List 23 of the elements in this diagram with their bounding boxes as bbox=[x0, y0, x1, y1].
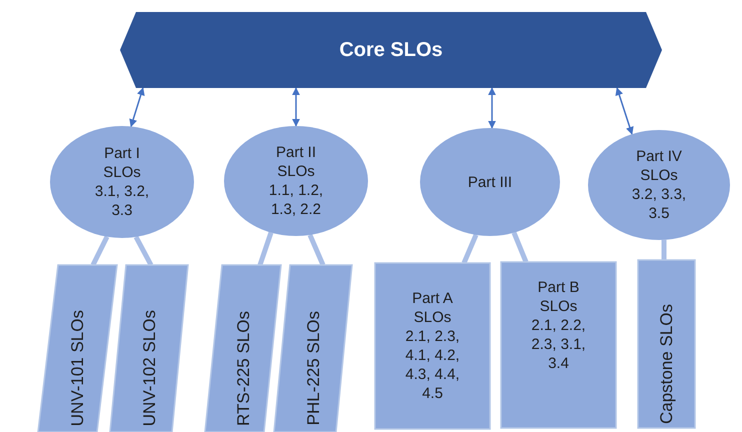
node-label: Part III bbox=[466, 172, 514, 192]
double-arrow bbox=[292, 87, 300, 127]
node-label: Part II SLOs 1.1, 1.2, 1.3, 2.2 bbox=[268, 143, 324, 219]
node-label: Part I SLOs 3.1, 3.2, 3.3 bbox=[94, 144, 150, 220]
node-label: Part B SLOs 2.1, 2.2, 2.3, 3.1, 3.4 bbox=[530, 278, 587, 373]
node-label: UNV-102 SLOs bbox=[140, 310, 158, 427]
connector-line bbox=[258, 232, 274, 266]
node-label: PHL-225 SLOs bbox=[304, 311, 322, 426]
banner-title: Core SLOs bbox=[339, 40, 443, 60]
node-label: UNV-101 SLOs bbox=[68, 310, 87, 427]
node-label: RTS-225 SLOs bbox=[234, 311, 252, 426]
connector-line bbox=[308, 234, 326, 266]
node-label: Part A SLOs 2.1, 2.3, 4.1, 4.2, 4.3, 4.4, 4.5 bbox=[404, 289, 461, 403]
double-arrow bbox=[615, 87, 634, 135]
connector-line bbox=[512, 232, 528, 263]
connector-line bbox=[462, 234, 478, 264]
node-label: Part IV SLOs 3.2, 3.3, 3.5 bbox=[630, 147, 688, 223]
double-arrow bbox=[129, 87, 145, 128]
connector-line bbox=[90, 236, 110, 266]
double-arrow bbox=[488, 87, 496, 129]
connector-line bbox=[662, 240, 666, 260]
node-label: Capstone SLOs bbox=[657, 304, 676, 424]
connector-line bbox=[134, 236, 154, 266]
